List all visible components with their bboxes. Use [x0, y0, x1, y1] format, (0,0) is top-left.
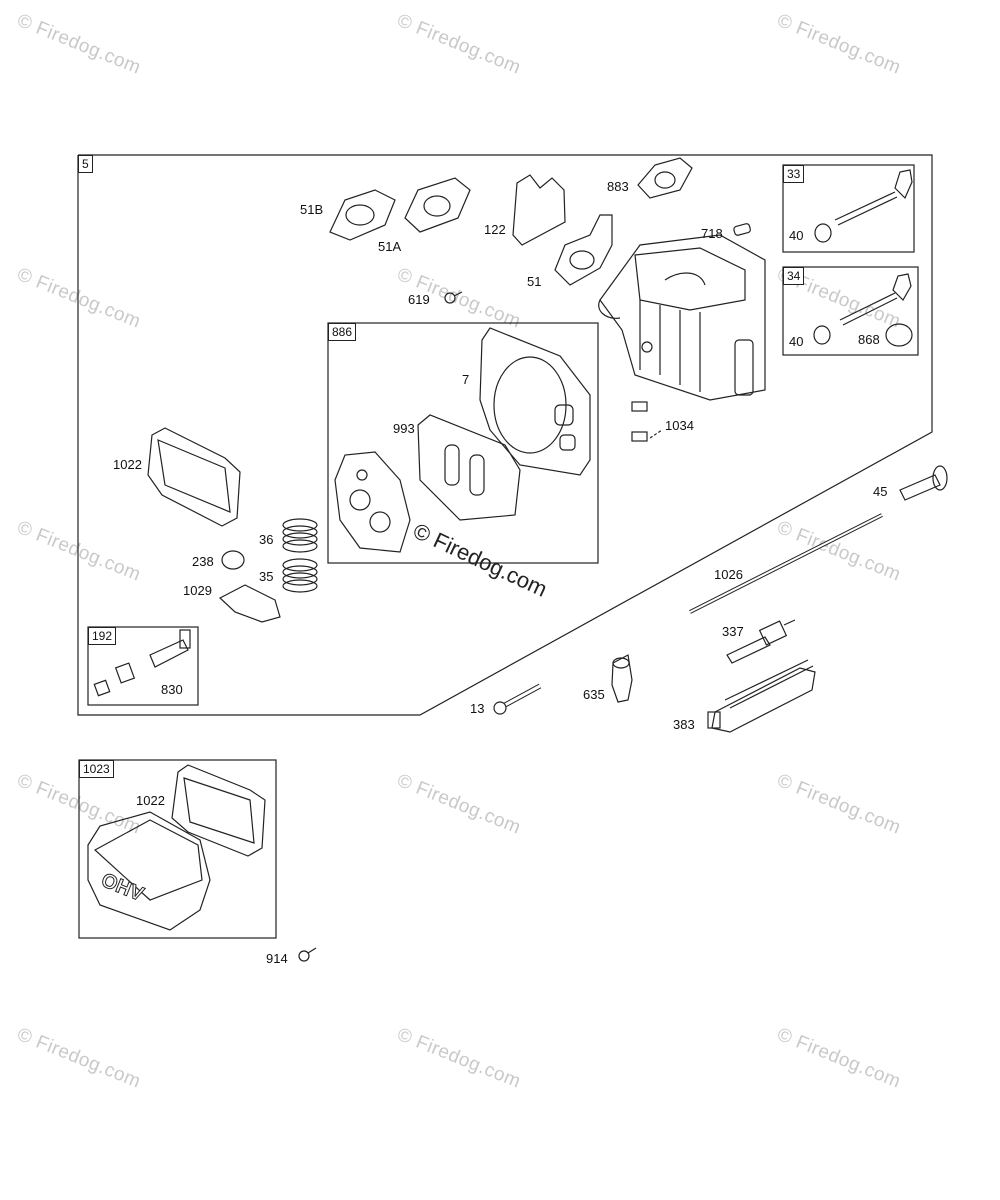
part-label-635: 635 [583, 687, 605, 702]
spring-35 [282, 558, 318, 593]
intake-valve-34 [813, 273, 913, 347]
spark-plug-337 [726, 619, 796, 664]
elbow-635 [611, 654, 633, 703]
retainer-1034b [631, 431, 648, 442]
gasket-51B [329, 189, 396, 241]
exhaust-valve-33 [814, 169, 913, 243]
valve-cover: OHV [87, 811, 211, 931]
part-label-914: 914 [266, 951, 288, 966]
part-label-993: 993 [393, 421, 415, 436]
part-label-883: 883 [607, 179, 629, 194]
part-label-1022: 1022 [113, 457, 142, 472]
part-label-1022-kit: 1022 [136, 793, 165, 808]
part-label-1034: 1034 [665, 418, 694, 433]
part-label-51: 51 [527, 274, 542, 289]
part-label-51A: 51A [378, 239, 402, 254]
group-label-1023: 1023 [79, 760, 114, 778]
gasket-51 [554, 214, 613, 286]
part-label-35: 35 [259, 569, 274, 584]
head-gasket-7 [479, 327, 591, 476]
dowel-718 [733, 223, 751, 236]
main-frame [77, 154, 933, 716]
cylinder-head [598, 234, 766, 401]
part-label-1026: 1026 [714, 567, 743, 582]
ohv-emblem: OHV [98, 869, 147, 906]
part-label-718: 718 [701, 226, 723, 241]
tool-383 [707, 659, 816, 733]
cover-gasket-1022b [171, 764, 266, 857]
part-label-122: 122 [484, 222, 506, 237]
box-886 [327, 322, 599, 564]
cover-gasket-1022 [147, 427, 241, 527]
intake-plate [334, 451, 411, 553]
part-label-40-exhaust: 40 [789, 228, 804, 243]
part-label-1029: 1029 [183, 583, 212, 598]
part-label-383: 383 [673, 717, 695, 732]
part-label-45: 45 [873, 484, 888, 499]
part-label-337: 337 [722, 624, 744, 639]
breather-830 [93, 629, 191, 697]
group-label-34: 34 [783, 267, 805, 285]
group-label-886: 886 [328, 323, 357, 341]
part-label-830: 830 [161, 682, 183, 697]
pushrod-45 [899, 465, 948, 501]
part-label-868: 868 [858, 332, 880, 347]
bolt-13 [493, 683, 542, 715]
part-label-51B: 51B [300, 202, 324, 217]
part-label-36: 36 [259, 532, 274, 547]
gasket-883 [637, 157, 693, 199]
screw-619 [444, 292, 456, 304]
screw-914 [298, 950, 310, 962]
bracket-1029 [218, 584, 281, 623]
box-33 [782, 164, 915, 253]
group-label-33: 33 [783, 165, 805, 183]
group-label-192: 192 [88, 627, 117, 645]
box-34 [782, 266, 919, 356]
box-192 [87, 626, 199, 706]
part-label-40-intake: 40 [789, 334, 804, 349]
spring-36 [282, 518, 318, 553]
plate-122 [512, 174, 566, 246]
box-1023 [78, 759, 277, 939]
gasket-993 [417, 414, 521, 521]
part-label-13: 13 [470, 701, 485, 716]
part-label-619: 619 [408, 292, 430, 307]
gasket-51A [404, 177, 471, 233]
part-label-7: 7 [462, 372, 470, 387]
retainer-1034a [631, 401, 648, 412]
part-label-238: 238 [192, 554, 214, 569]
cap-238 [221, 550, 245, 570]
group-label-5: 5 [78, 155, 93, 173]
